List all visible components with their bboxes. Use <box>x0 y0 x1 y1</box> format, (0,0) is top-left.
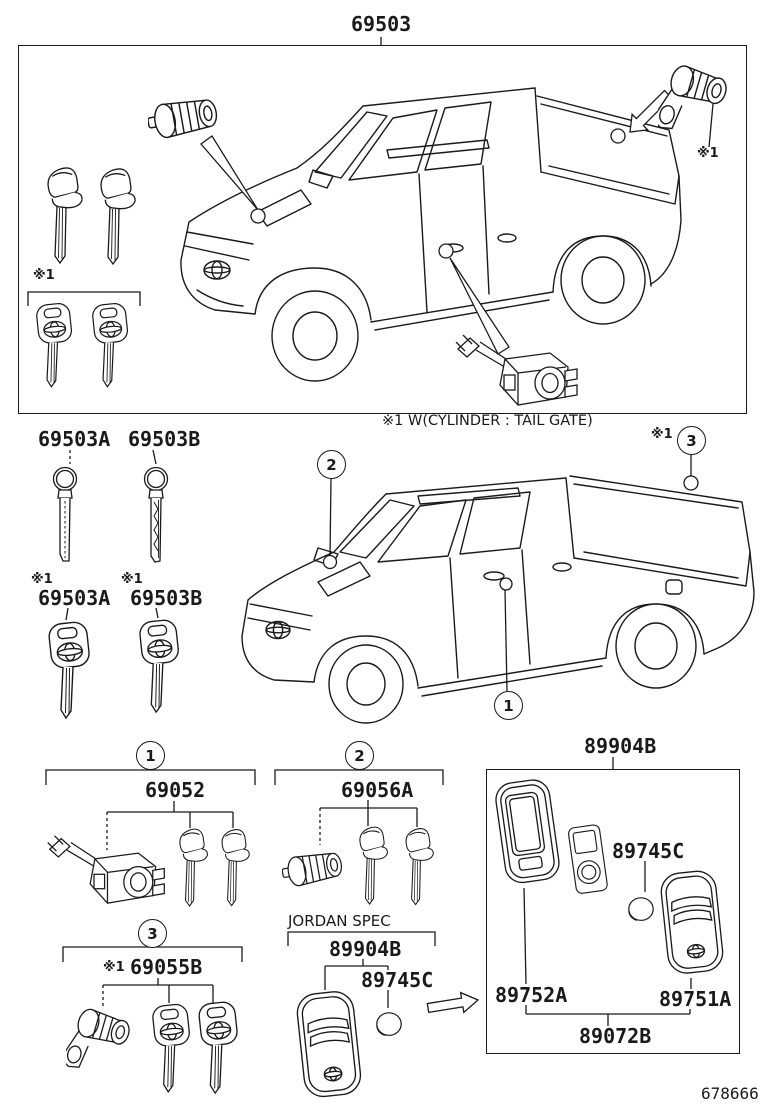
part-label-tailgate-set: 69055B <box>129 955 204 979</box>
key-blank-b-illustration <box>143 466 169 563</box>
figure-number: 678666 <box>701 1084 759 1103</box>
ref-marker: ※1 <box>103 960 125 975</box>
transmitter-exploded-box <box>486 769 740 1054</box>
callout-circle-1-group: 1 <box>136 741 165 770</box>
part-label-ignition-set: 69052 <box>144 778 207 802</box>
coin-battery-illustration <box>628 897 654 921</box>
part-label-transmitter-assy: 89072B <box>578 1024 653 1048</box>
callout-number: 1 <box>145 746 156 765</box>
callout-number: 2 <box>326 455 337 474</box>
master-key-illustration <box>151 1002 192 1093</box>
sub-key-illustration <box>219 828 251 907</box>
transmitter-back-housing-illustration <box>494 777 562 886</box>
ignition-lock-assembly-illustration <box>455 334 578 406</box>
master-key-illustration <box>35 301 74 388</box>
part-label-master-key-b: 69503B <box>129 586 204 610</box>
sub-key-illustration <box>403 827 435 906</box>
part-label-transmitter-jordan: 89904B <box>328 937 403 961</box>
ref-marker: ※1 <box>651 427 673 442</box>
door-lock-cylinder-illustration <box>282 848 345 889</box>
master-key-illustration <box>91 301 130 388</box>
transmitter-module-illustration <box>568 823 608 895</box>
callout-circle-2: 2 <box>317 450 346 479</box>
door-lock-cylinder-illustration <box>148 94 220 141</box>
callout-circle-3-group: 3 <box>138 919 167 948</box>
ref-marker: ※1 <box>697 146 719 161</box>
part-label-battery-jordan: 89745C <box>360 968 435 992</box>
tailgate-lock-cylinder-illustration <box>66 1004 133 1081</box>
transmitter-cover-illustration <box>658 868 726 976</box>
sub-key-illustration <box>357 825 389 905</box>
callout-number: 3 <box>147 924 158 943</box>
part-label-transmitter-set: 89904B <box>583 734 658 758</box>
sub-key-illustration <box>98 167 137 265</box>
ref-marker: ※1 <box>31 572 53 587</box>
coin-battery-illustration <box>376 1012 402 1036</box>
truck-illustration-middle <box>241 475 755 724</box>
sub-key-illustration <box>45 166 84 264</box>
callout-number: 3 <box>686 431 697 450</box>
tailgate-lock-cylinder-illustration <box>658 61 731 143</box>
callout-circle-3: 3 <box>677 426 706 455</box>
part-label-master-key-a: 69503A <box>37 586 112 610</box>
jordan-spec-label: JORDAN SPEC <box>288 912 391 930</box>
callout-circle-2-group: 2 <box>345 741 374 770</box>
remote-transmitter-illustration <box>294 989 364 1100</box>
callout-number: 2 <box>354 746 365 765</box>
part-label-housing-back: 89752A <box>494 983 569 1007</box>
master-key-a-illustration <box>47 620 92 719</box>
part-label-key-blank-b: 69503B <box>127 427 202 451</box>
sub-key-illustration <box>177 827 209 907</box>
part-label-battery: 89745C <box>611 839 686 863</box>
key-blank-a-illustration <box>52 466 78 562</box>
part-label-housing-cover: 89751A <box>658 987 733 1011</box>
ignition-lock-assembly-illustration <box>47 835 165 904</box>
master-key-illustration <box>197 1000 239 1094</box>
ref-marker: ※1 <box>121 572 143 587</box>
tailgate-cylinder-note: ※1 W(CYLINDER : TAIL GATE) <box>382 413 593 429</box>
callout-number: 1 <box>503 696 514 715</box>
main-assembly-box <box>18 45 747 414</box>
part-label-key-blank-a: 69503A <box>37 427 112 451</box>
part-label-door-set: 69056A <box>340 778 415 802</box>
part-label-lock-cylinder-set: 69503 <box>350 12 413 36</box>
ref-marker: ※1 <box>33 268 55 283</box>
master-key-b-illustration <box>138 618 181 713</box>
callout-circle-1: 1 <box>494 691 523 720</box>
